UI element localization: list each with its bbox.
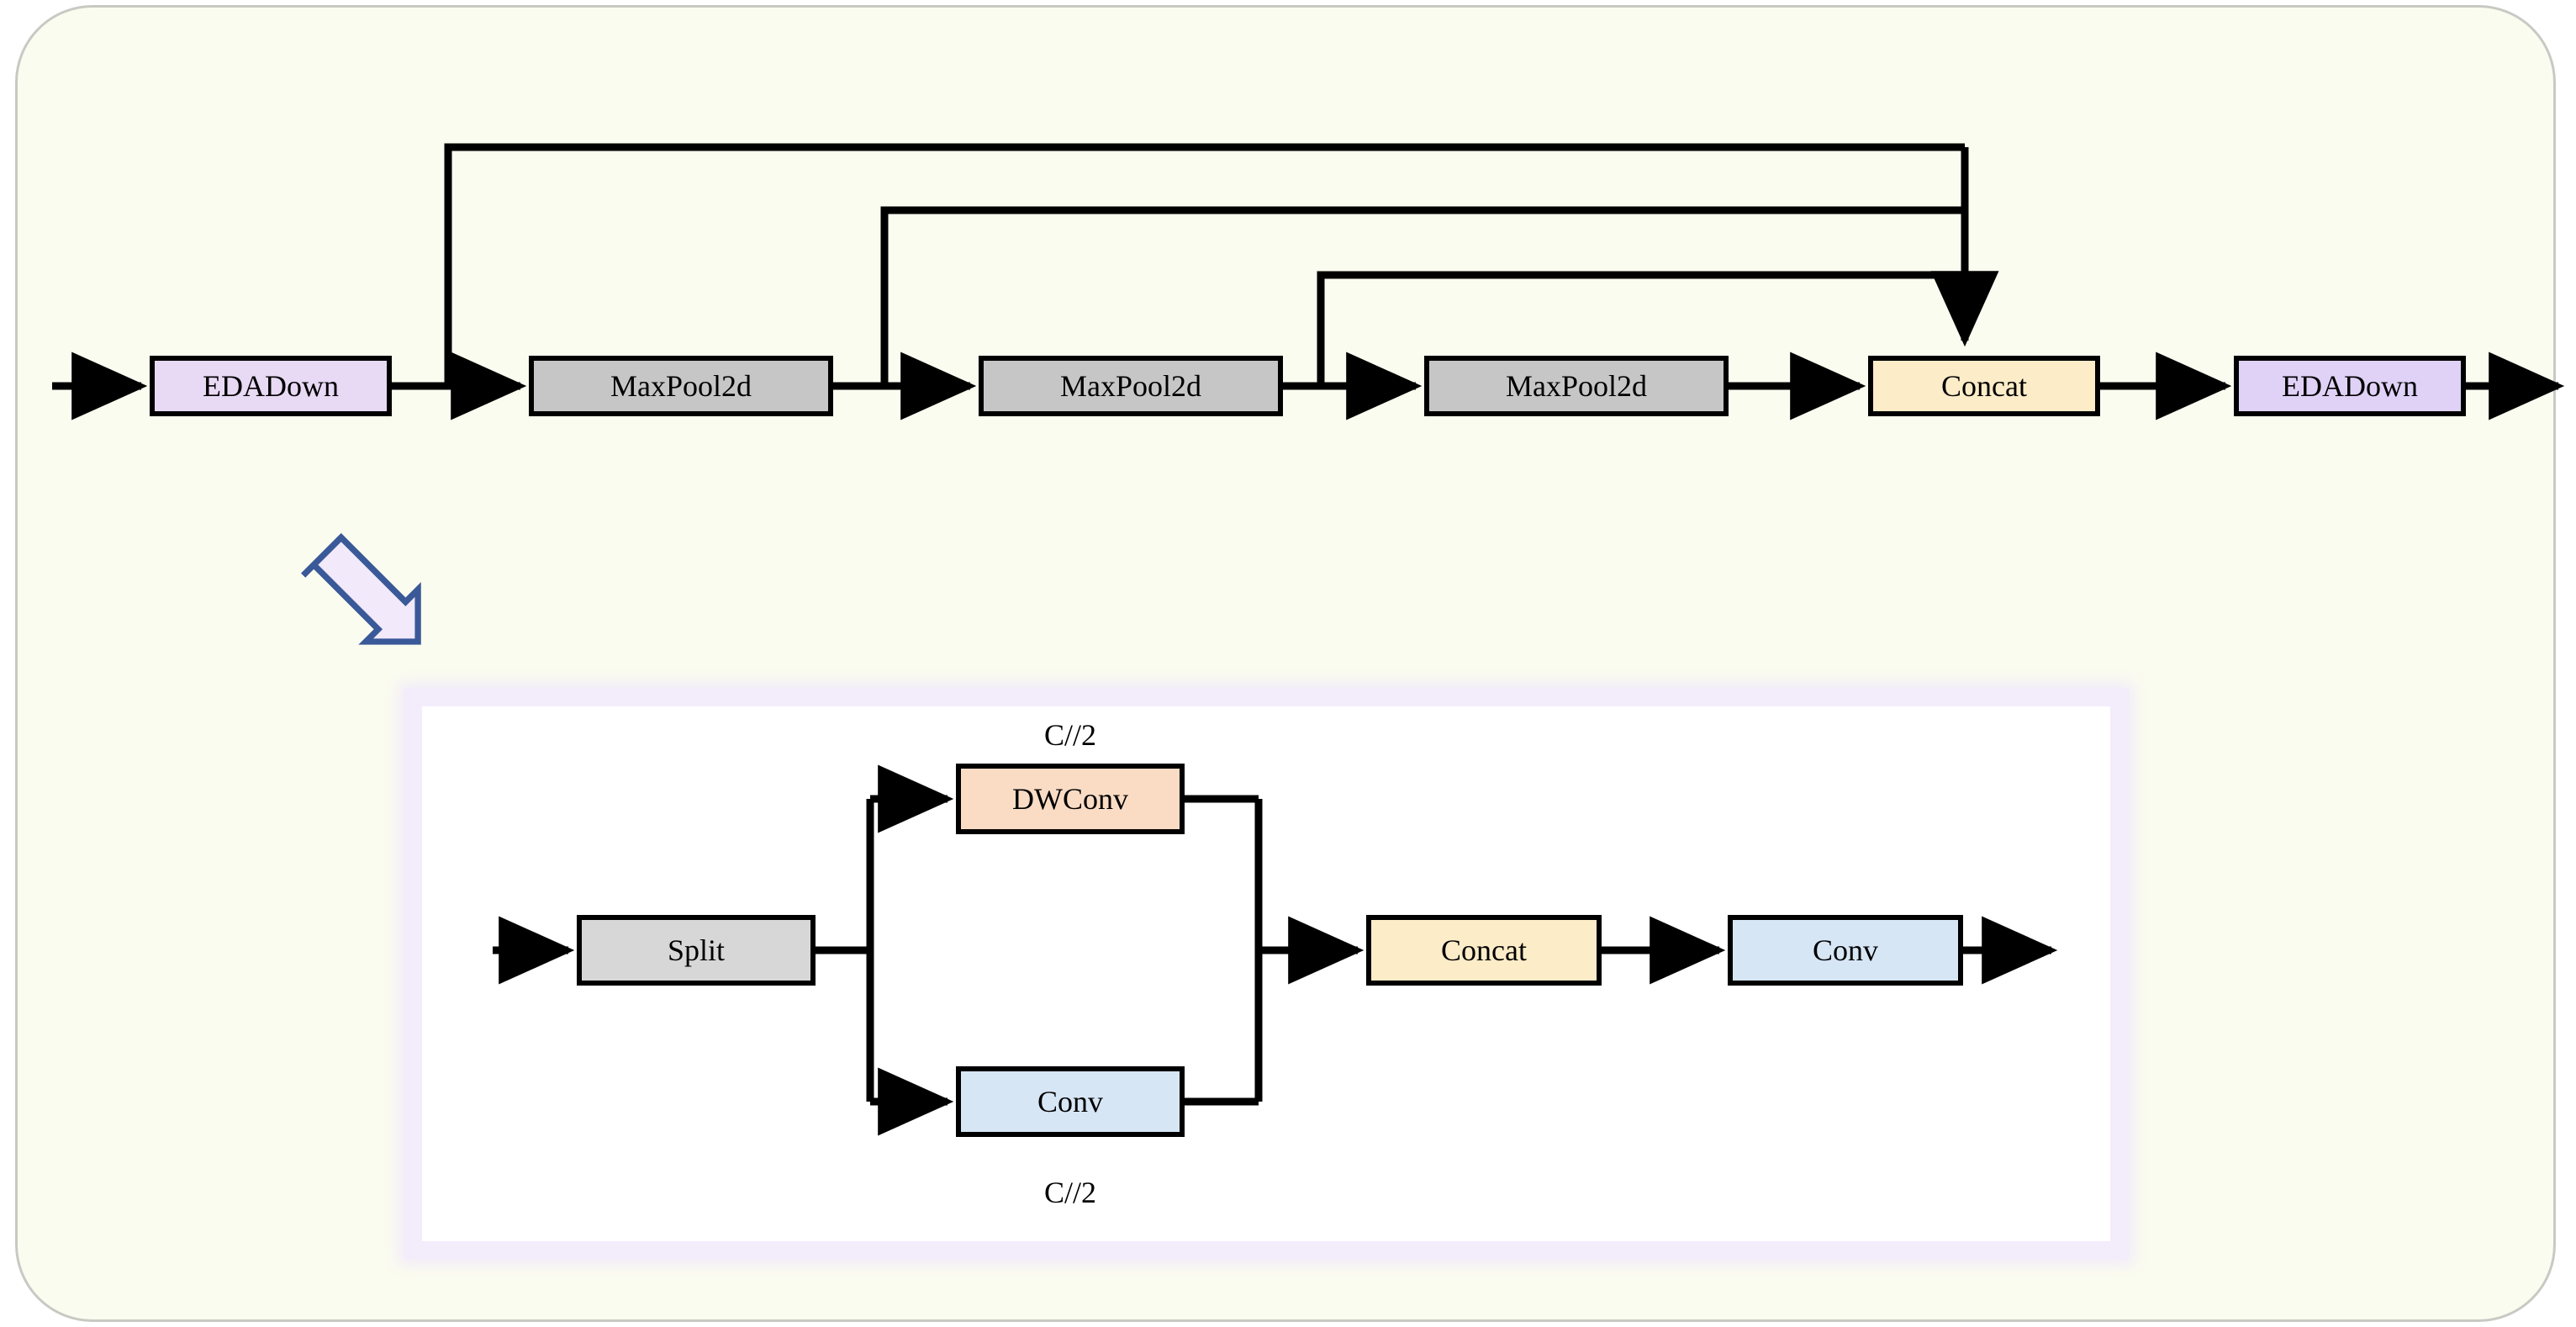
node-label: Concat	[1941, 369, 2027, 403]
node-label: Split	[667, 933, 726, 967]
node-label: MaxPool2d	[1505, 369, 1647, 403]
node-maxpool-2[interactable]: MaxPool2d	[979, 356, 1283, 416]
channel-label-top: C//2	[1043, 718, 1096, 752]
node-edadown-2[interactable]: EDADown	[2234, 356, 2466, 416]
node-split[interactable]: Split	[577, 915, 816, 986]
node-conv-out[interactable]: Conv	[1728, 915, 1963, 986]
node-label: DWConv	[1012, 782, 1128, 816]
node-edadown-1[interactable]: EDADown	[150, 356, 392, 416]
node-label: EDADown	[203, 369, 339, 403]
node-label: Concat	[1441, 933, 1527, 967]
node-label: MaxPool2d	[610, 369, 752, 403]
node-label: EDADown	[2282, 369, 2418, 403]
node-concat-top[interactable]: Concat	[1868, 356, 2100, 416]
node-conv-lower[interactable]: Conv	[956, 1066, 1185, 1137]
node-label: Conv	[1037, 1085, 1103, 1118]
node-label: Conv	[1812, 933, 1878, 967]
node-maxpool-1[interactable]: MaxPool2d	[529, 356, 833, 416]
node-concat-sub[interactable]: Concat	[1366, 915, 1602, 986]
node-label: MaxPool2d	[1059, 369, 1201, 403]
channel-label-bottom: C//2	[1043, 1176, 1096, 1209]
node-dwconv[interactable]: DWConv	[956, 764, 1185, 834]
eda-detail-panel	[404, 688, 2129, 1260]
node-maxpool-3[interactable]: MaxPool2d	[1424, 356, 1729, 416]
zoom-in-arrow-icon	[301, 532, 421, 645]
